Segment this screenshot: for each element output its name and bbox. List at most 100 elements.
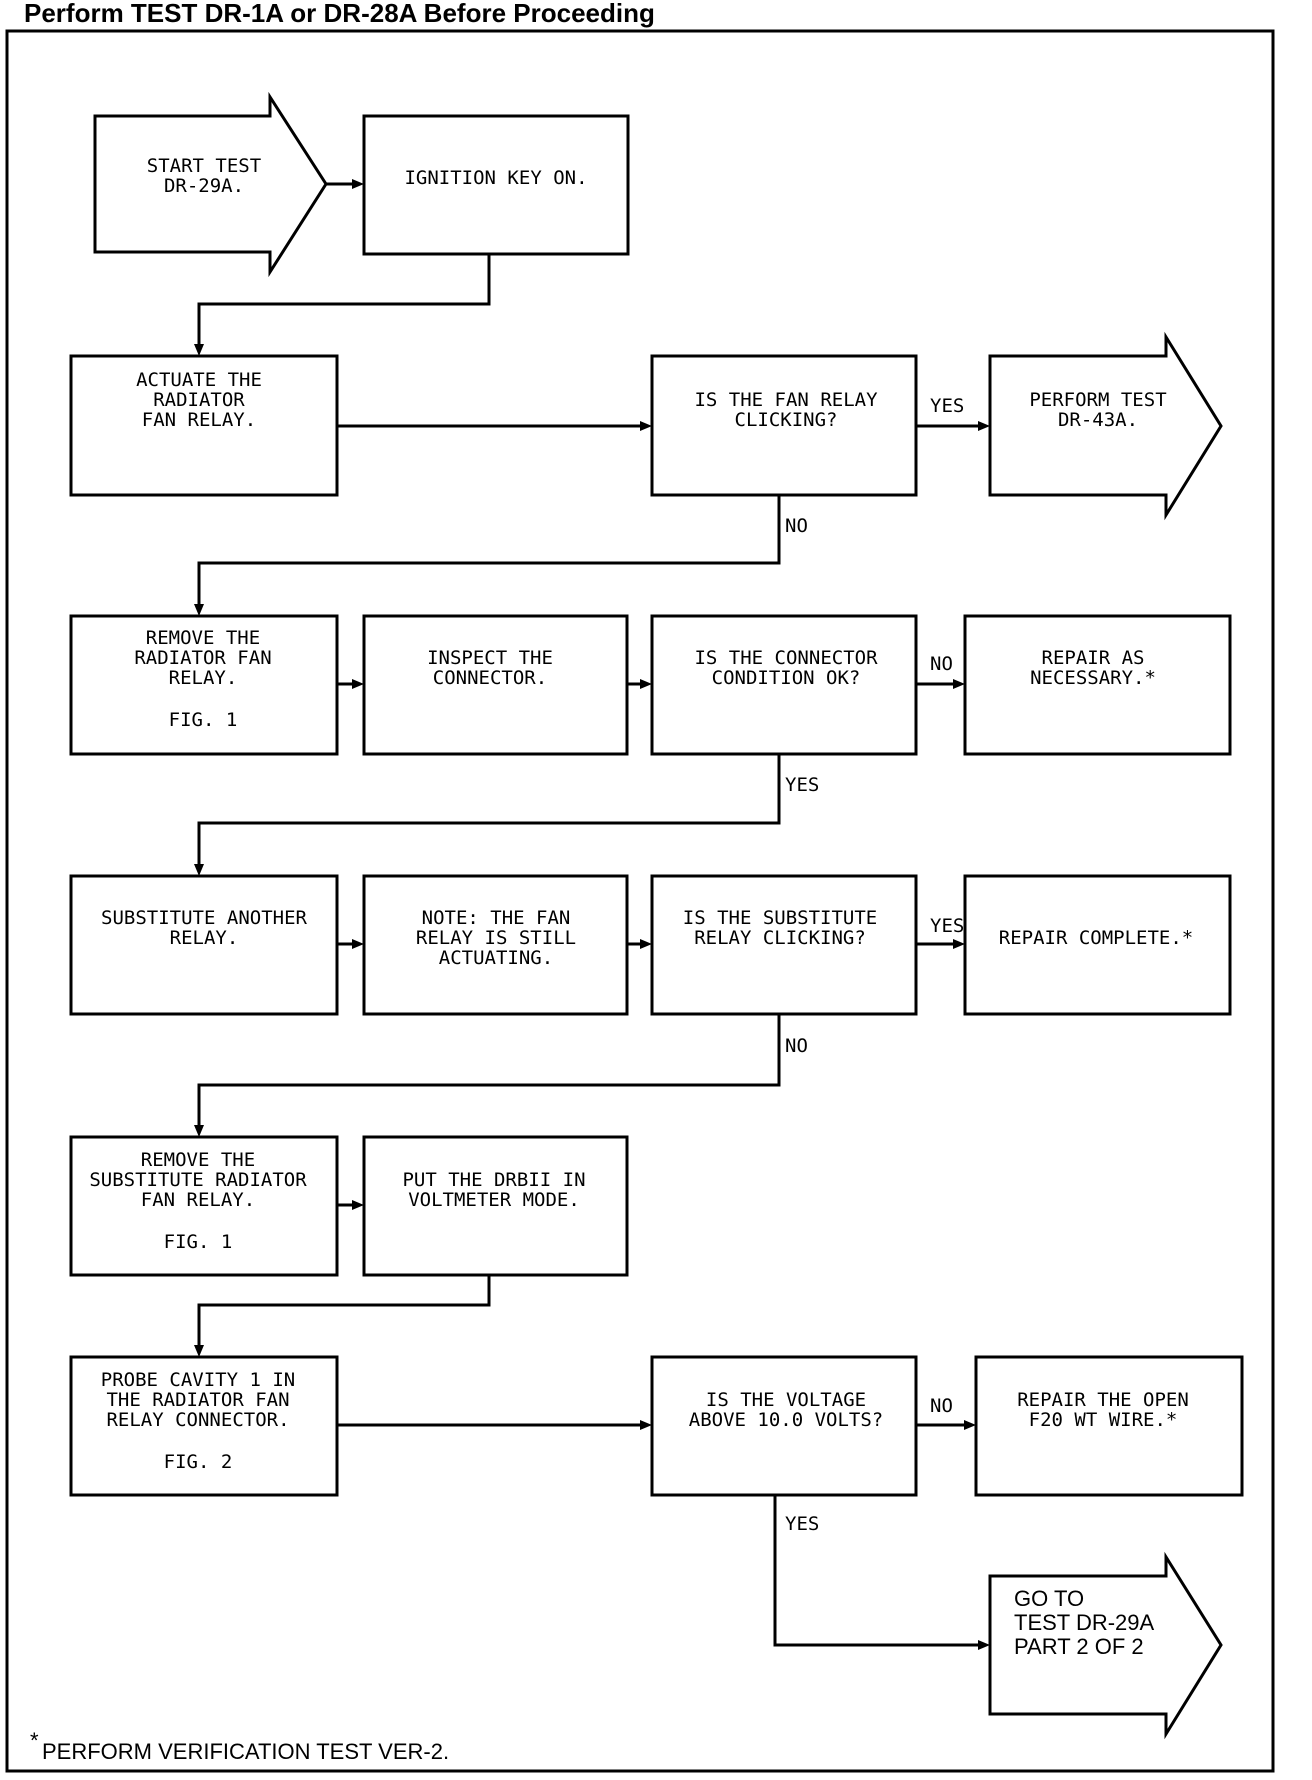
node-text-line: PART 2 OF 2 (1014, 1634, 1144, 1659)
footnote-mark: * (30, 1728, 39, 1753)
result-box (974, 1355, 1244, 1497)
node-text-line: CONDITION OK? (712, 667, 861, 689)
figure-reference: FIG. 2 (164, 1451, 233, 1473)
node-text: IGNITION KEY ON. (404, 167, 587, 189)
label-no: NO (785, 515, 808, 537)
connector-no-remove-sub (197, 1014, 781, 1127)
node-text-line: ACTUATE THE (136, 369, 262, 391)
node-text-line: FAN RELAY. (142, 409, 256, 431)
process-box (362, 1135, 629, 1277)
node-text-line: ABOVE 10.0 VOLTS? (689, 1409, 883, 1431)
process-box (362, 614, 629, 756)
label-yes: YES (930, 915, 964, 937)
node-text-line: IS THE FAN RELAY (694, 389, 878, 411)
node-text-line: VOLTMETER MODE. (408, 1189, 580, 1211)
node-text-line: RADIATOR FAN (134, 647, 271, 669)
arrowhead (640, 679, 652, 689)
node-text-line: RELAY. (170, 927, 239, 949)
arrowhead (640, 939, 652, 949)
arrowhead (352, 179, 364, 189)
arrowhead (953, 939, 965, 949)
node-text-line: SUBSTITUTE RADIATOR (89, 1169, 307, 1191)
goto-arrow-shape (988, 1551, 1223, 1740)
node-text: REPAIR COMPLETE.* (999, 927, 1193, 949)
node-text-line: RELAY CLICKING? (694, 927, 866, 949)
label-yes: YES (785, 774, 819, 796)
result-box (963, 614, 1232, 756)
connector-yes-substitute (197, 754, 781, 866)
decision-box (650, 874, 918, 1016)
node-text-line: THE RADIATOR FAN (106, 1389, 289, 1411)
result-box (963, 874, 1232, 1016)
arrowhead (194, 1345, 204, 1357)
page-title: Perform TEST DR-1A or DR-28A Before Proc… (24, 0, 655, 28)
process-box (362, 114, 630, 256)
node-text-line: REPAIR AS (1042, 647, 1145, 669)
label-yes: YES (785, 1513, 819, 1535)
node-text-line: REMOVE THE (146, 627, 260, 649)
node-text-line: SUBSTITUTE ANOTHER (101, 907, 307, 929)
connector-yes-goto (773, 1495, 980, 1647)
node-text-line: CLICKING? (735, 409, 838, 431)
node-text-line: F20 WT WIRE.* (1029, 1409, 1178, 1431)
label-no: NO (930, 1395, 953, 1417)
node-text-line: RELAY. (169, 667, 238, 689)
process-box (69, 1355, 339, 1497)
arrowhead (640, 421, 652, 431)
connectors (194, 179, 990, 1650)
node-text-line: PERFORM TEST (1029, 389, 1166, 411)
process-box (69, 874, 339, 1016)
node-text-line: IS THE VOLTAGE (706, 1389, 866, 1411)
node-text-line: IGNITION KEY ON. (404, 167, 587, 189)
arrowhead (194, 344, 204, 356)
node-text-line: CONNECTOR. (433, 667, 547, 689)
node-text-line: GO TO (1014, 1586, 1084, 1611)
node-text-line: PROBE CAVITY 1 IN (101, 1369, 295, 1391)
node-text-line: FAN RELAY. (141, 1189, 255, 1211)
connector-drbii-probe (197, 1275, 491, 1347)
arrowhead (978, 1640, 990, 1650)
label-no: NO (785, 1035, 808, 1057)
node-text-line: START TEST (147, 155, 261, 177)
node-text-line: IS THE SUBSTITUTE (683, 907, 877, 929)
arrowhead (978, 421, 990, 431)
label-no: NO (930, 653, 953, 675)
node-text-line: NECESSARY.* (1030, 667, 1156, 689)
diagram-frame (5, 29, 1275, 1773)
arrowhead (352, 1200, 364, 1210)
perform-arrow-shape (988, 331, 1223, 521)
arrowhead (194, 604, 204, 616)
decision-box (650, 614, 918, 756)
node-text-line: IS THE CONNECTOR (694, 647, 878, 669)
arrowhead (953, 679, 965, 689)
start-arrow-shape (93, 91, 328, 278)
node-text-line: DR-43A. (1058, 409, 1138, 431)
arrowhead (194, 864, 204, 876)
